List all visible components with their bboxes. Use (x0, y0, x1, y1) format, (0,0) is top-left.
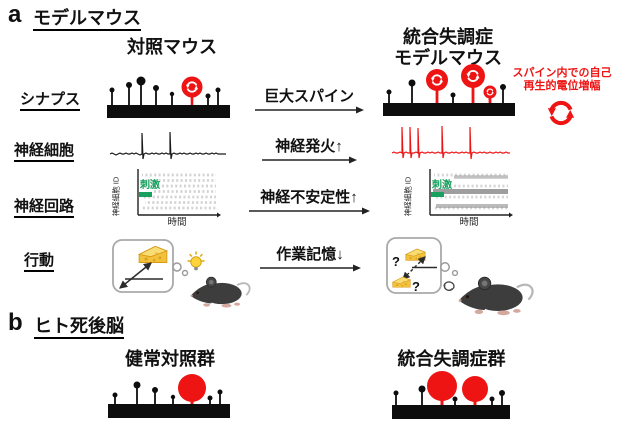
stimulus-label: 刺激 (140, 180, 160, 191)
raster-xlabel: 時間 (167, 217, 187, 228)
header-control-mouse: 対照マウス (127, 37, 217, 57)
raster-plot-model: 神経細胞 ID 刺激 時間 (398, 166, 518, 232)
row-label-behavior: 行動 (24, 253, 55, 272)
spine-heads (393, 385, 505, 402)
mouse-illustration (190, 276, 251, 308)
dendrite-shaft (392, 405, 510, 419)
raster-ylabel: 神経細胞 ID (111, 176, 121, 217)
flow-synapse-label: 巨大スパイン (263, 88, 354, 105)
activity-bands (433, 175, 508, 208)
raster-rows (142, 173, 216, 210)
spine-heads (386, 79, 506, 98)
lightbulb-icon (187, 251, 205, 271)
bubble-dot (172, 262, 182, 272)
row-label-circuit: 神経回路 (14, 199, 75, 218)
question-mark: ? (412, 279, 420, 294)
stimulus-label: 刺激 (432, 180, 452, 191)
giant-spine (462, 376, 488, 402)
flow-behavior-label: 作業記憶↓ (276, 246, 344, 263)
giant-spine (483, 85, 497, 99)
giant-spine (427, 371, 457, 401)
dendrite-human-schizophrenia (392, 371, 510, 419)
question-mark: ? (392, 254, 400, 269)
voltage-trace-control (109, 131, 226, 160)
flow-behavior: 作業記憶↓ (258, 246, 362, 272)
row-label-neuron: 神経細胞 (14, 143, 75, 162)
spine-heads (112, 381, 223, 401)
flow-neuron: 神経発火↑ (260, 138, 358, 164)
row-label-synapse: シナプス (20, 92, 81, 111)
thought-bubble (112, 239, 174, 293)
x-axis-arrow (217, 212, 221, 218)
stimulus-bar (431, 192, 444, 197)
right-arrow-icon (249, 207, 370, 215)
annotation-self-amplification: スパイン内での自己 再生的電位増幅 (512, 67, 612, 92)
right-arrow-icon (262, 156, 357, 164)
flow-circuit: 神経不安定性↑ (247, 189, 371, 215)
dendrite-human-control (108, 374, 230, 418)
raster-axes (429, 169, 513, 218)
path-arrow (119, 262, 152, 289)
right-arrow-icon (260, 264, 361, 272)
bubble-dot (181, 269, 189, 277)
raster-xlabel: 時間 (459, 217, 479, 228)
behavior-model-illustration: ? ? (386, 237, 534, 316)
panel-a-label: a (8, 1, 22, 28)
header-schizophrenia-group: 統合失調症群 (397, 349, 506, 369)
flow-synapse: 巨大スパイン (253, 88, 365, 114)
right-arrow-icon (255, 106, 364, 114)
panel-b-title: ヒト死後脳 (34, 316, 124, 339)
panel-b-label: b (8, 309, 23, 336)
dendrite-shaft (107, 105, 230, 118)
header-healthy-control: 健常対照群 (125, 349, 215, 369)
stimulus-bar (139, 192, 152, 197)
dendrite-control-illustration (107, 76, 230, 118)
panel-a-title: モデルマウス (33, 8, 141, 31)
header-model-line2: モデルマウス (394, 48, 502, 68)
mouse-illustration (458, 276, 534, 316)
bubble-dot (440, 262, 450, 272)
x-axis-arrow (509, 212, 513, 218)
giant-spine (461, 64, 485, 88)
flow-neuron-label: 神経発火↑ (275, 138, 343, 155)
voltage-trace-model (391, 125, 510, 160)
raster-axes (137, 169, 221, 218)
bubble-dot (451, 269, 459, 277)
giant-spine (426, 69, 448, 91)
recycle-icon-large (546, 99, 576, 127)
confusion-scribble-icon (443, 281, 455, 291)
dendrite-shaft (383, 103, 515, 116)
red-spine (181, 76, 203, 98)
raster-ylabel: 神経細胞 ID (403, 176, 413, 217)
giant-spine (178, 374, 206, 402)
dendrite-model-illustration (383, 64, 515, 116)
behavior-control-illustration (112, 239, 251, 308)
header-model-line1: 統合失調症 (403, 27, 493, 47)
dendrite-shaft (108, 404, 230, 418)
flow-circuit-label: 神経不安定性↑ (260, 189, 358, 206)
raster-plot-control: 神経細胞 ID 刺激 時間 (106, 166, 226, 232)
header-model-mouse: 統合失調症 モデルマウス (384, 27, 512, 69)
spine-heads (109, 76, 221, 99)
